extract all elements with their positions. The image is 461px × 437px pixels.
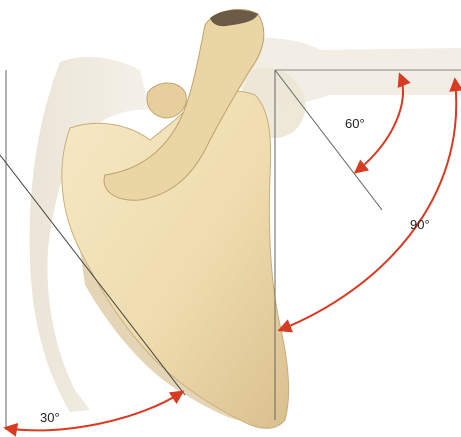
- angle-label-30: 30°: [40, 410, 60, 425]
- coracoid-process: [147, 83, 186, 118]
- angle-label-90: 90°: [410, 217, 430, 232]
- arc-30: [6, 392, 182, 430]
- angle-label-60: 60°: [345, 116, 365, 131]
- arc-90: [280, 80, 456, 330]
